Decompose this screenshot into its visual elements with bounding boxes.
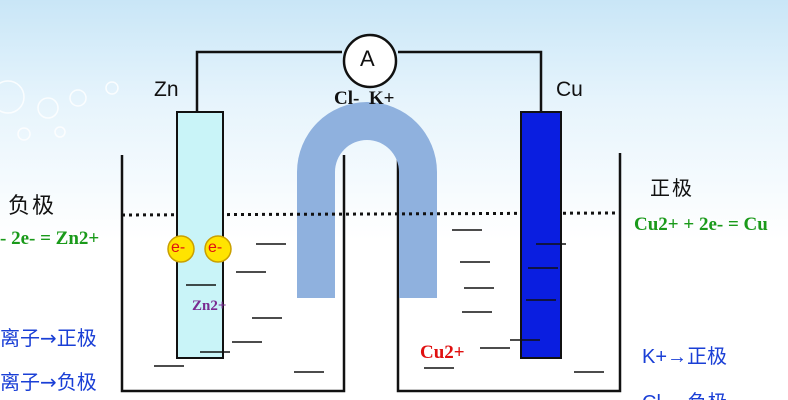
anion-to-positive-label: 离子→正极 [0, 326, 97, 350]
right-solution-dashes [424, 229, 604, 373]
external-wire [195, 50, 342, 112]
zn-electrode [176, 111, 224, 359]
zn-half-reaction: - 2e- = Zn2+ [0, 228, 100, 249]
negative-pole-label: 负极 [8, 194, 57, 219]
cu-electrode [520, 111, 562, 359]
cu-ion-label: Cu2+ [420, 342, 465, 363]
electron-1 [167, 235, 195, 263]
left-beaker [120, 155, 346, 393]
solution-level-line [121, 211, 616, 217]
k-to-positive-label: K+→正极 [642, 346, 728, 368]
external-wire-right [398, 50, 543, 112]
ammeter-label: A [360, 46, 375, 71]
salt-bridge-ions-label: Cl- K+ [334, 88, 395, 109]
electron-1-label: e- [171, 239, 186, 256]
cu-half-reaction: Cu2+ + 2e- = Cu [634, 214, 768, 235]
cu-electrode-label: Cu [556, 78, 583, 101]
ammeter-circle [342, 33, 398, 89]
salt-bridge [297, 102, 437, 298]
positive-pole-label: 正极 [650, 176, 694, 200]
zn-electrode-label: Zn [154, 78, 179, 101]
zn-ion-label: Zn2+ [192, 298, 227, 314]
anion-to-negative-label: 离子→负极 [0, 370, 97, 394]
left-solution-dashes [154, 243, 324, 373]
electron-2-label: e- [208, 239, 223, 256]
right-beaker [396, 153, 622, 393]
electron-2 [204, 235, 232, 263]
cl-to-negative-label: Cl-→负极 [642, 386, 728, 400]
background-bubbles [0, 80, 119, 141]
